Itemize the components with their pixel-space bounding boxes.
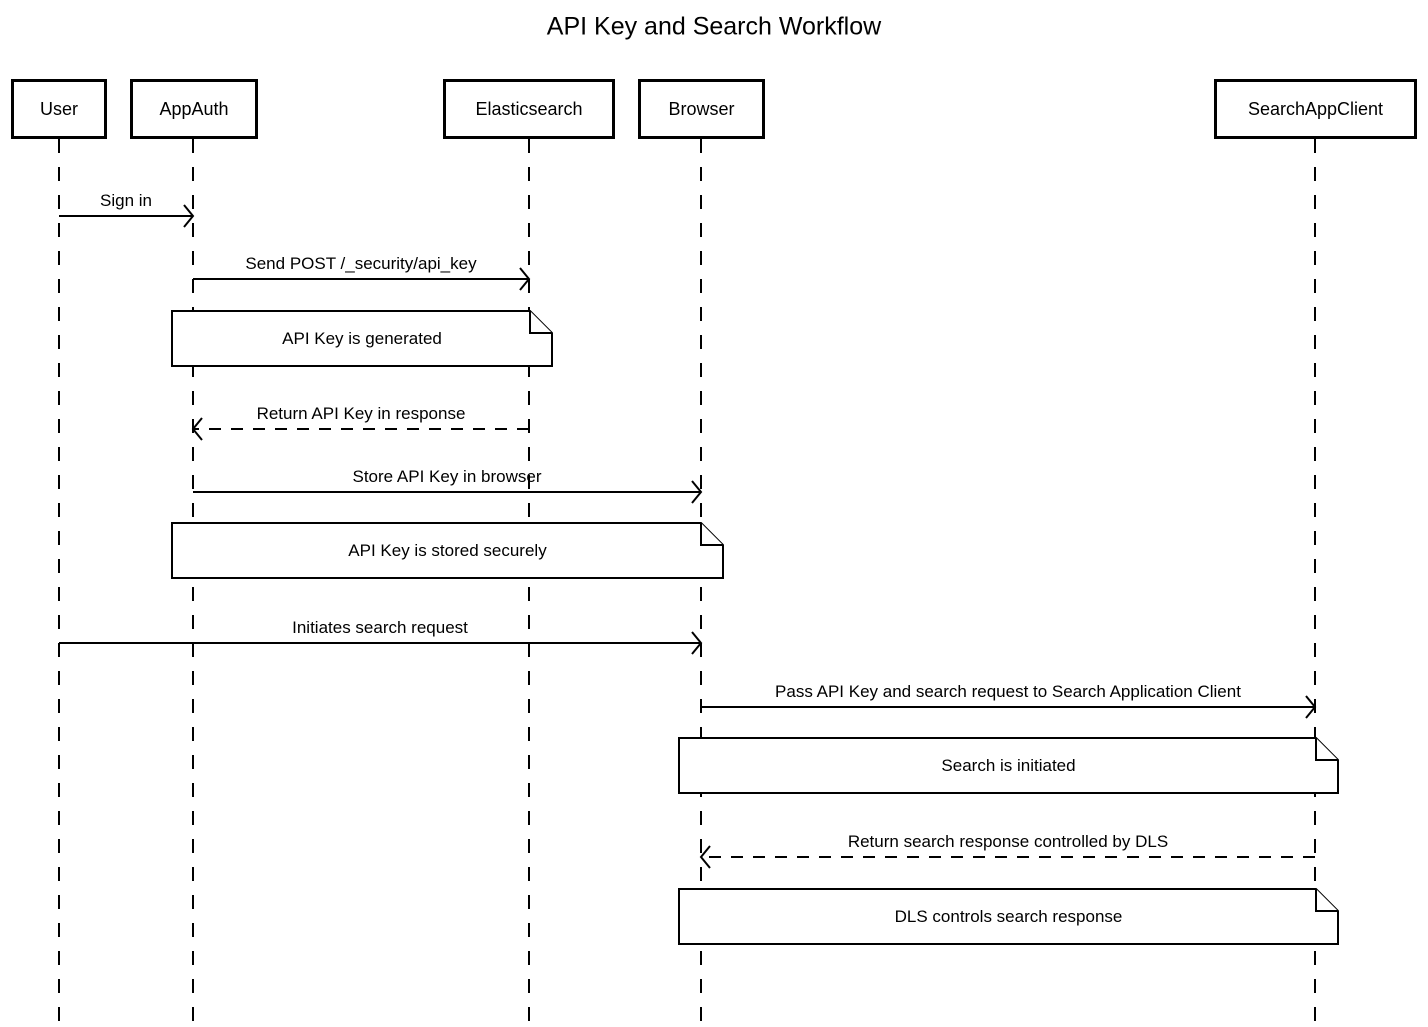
message-arrowhead-m4 xyxy=(691,480,703,504)
note-n1: API Key is generated xyxy=(171,310,553,367)
note-label-n4: DLS controls search response xyxy=(895,907,1123,926)
message-label-m1: Sign in xyxy=(100,191,152,210)
message-arrowhead-m3 xyxy=(191,417,203,441)
note-fold-corner-n2 xyxy=(700,523,723,546)
participants-layer: User AppAuth Elasticsearch Browser SearchApp… xyxy=(11,79,1417,139)
message-arrowhead-m5 xyxy=(691,631,703,655)
lifelines-layer xyxy=(58,139,1316,1027)
message-label-m7: Return search response controlled by DLS xyxy=(848,832,1168,851)
participant-box-sac xyxy=(1214,79,1417,139)
note-body-n3 xyxy=(678,737,1339,794)
participant-user[interactable]: User xyxy=(11,79,107,139)
message-m7: Return search response controlled by DLS xyxy=(699,832,1315,869)
participant-label-user: User xyxy=(40,99,78,119)
participant-label-es: Elasticsearch xyxy=(475,99,582,119)
note-n2: API Key is stored securely xyxy=(171,522,724,579)
message-m5: Initiates search request xyxy=(59,618,703,655)
note-body-n1 xyxy=(171,310,553,367)
message-m4: Store API Key in browser xyxy=(193,467,703,504)
participant-appauth[interactable]: AppAuth xyxy=(130,79,258,139)
note-label-n3: Search is initiated xyxy=(941,756,1075,775)
note-body-n4 xyxy=(678,888,1339,945)
message-m2: Send POST /_security/api_key xyxy=(193,254,531,291)
message-m1: Sign in xyxy=(59,191,195,228)
message-m6: Pass API Key and search request to Searc… xyxy=(701,682,1317,719)
message-arrowhead-m2 xyxy=(519,267,531,291)
participant-box-browser xyxy=(638,79,765,139)
note-fold-corner-n3 xyxy=(1315,738,1338,761)
participant-label-sac: SearchAppClient xyxy=(1248,99,1383,119)
participant-browser[interactable]: Browser xyxy=(638,79,765,139)
note-fold-corner-n4 xyxy=(1315,889,1338,912)
note-label-n2: API Key is stored securely xyxy=(348,541,547,560)
message-arrowhead-m1 xyxy=(183,204,195,228)
note-label-n1: API Key is generated xyxy=(282,329,442,348)
participant-label-browser: Browser xyxy=(668,99,734,119)
participant-es[interactable]: Elasticsearch xyxy=(443,79,615,139)
message-arrowhead-m7 xyxy=(699,845,711,869)
note-n3: Search is initiated xyxy=(678,737,1339,794)
message-label-m4: Store API Key in browser xyxy=(353,467,542,486)
note-body-n2 xyxy=(171,522,724,579)
participant-box-es xyxy=(443,79,615,139)
participant-label-appauth: AppAuth xyxy=(159,99,228,119)
message-m3: Return API Key in response xyxy=(191,404,529,441)
message-label-m6: Pass API Key and search request to Searc… xyxy=(775,682,1241,701)
participant-box-user xyxy=(11,79,107,139)
message-label-m5: Initiates search request xyxy=(292,618,468,637)
message-label-m3: Return API Key in response xyxy=(257,404,466,423)
note-fold-corner-n1 xyxy=(529,311,552,334)
messages-layer: Sign in Send POST /_security/api_keyRetur… xyxy=(59,191,1317,869)
participant-sac[interactable]: SearchAppClient xyxy=(1214,79,1417,139)
message-arrowhead-m6 xyxy=(1305,695,1317,719)
message-label-m2: Send POST /_security/api_key xyxy=(245,254,477,273)
note-n4: DLS controls search response xyxy=(678,888,1339,945)
page-title: API Key and Search Workflow xyxy=(547,13,882,41)
participant-box-appauth xyxy=(130,79,258,139)
